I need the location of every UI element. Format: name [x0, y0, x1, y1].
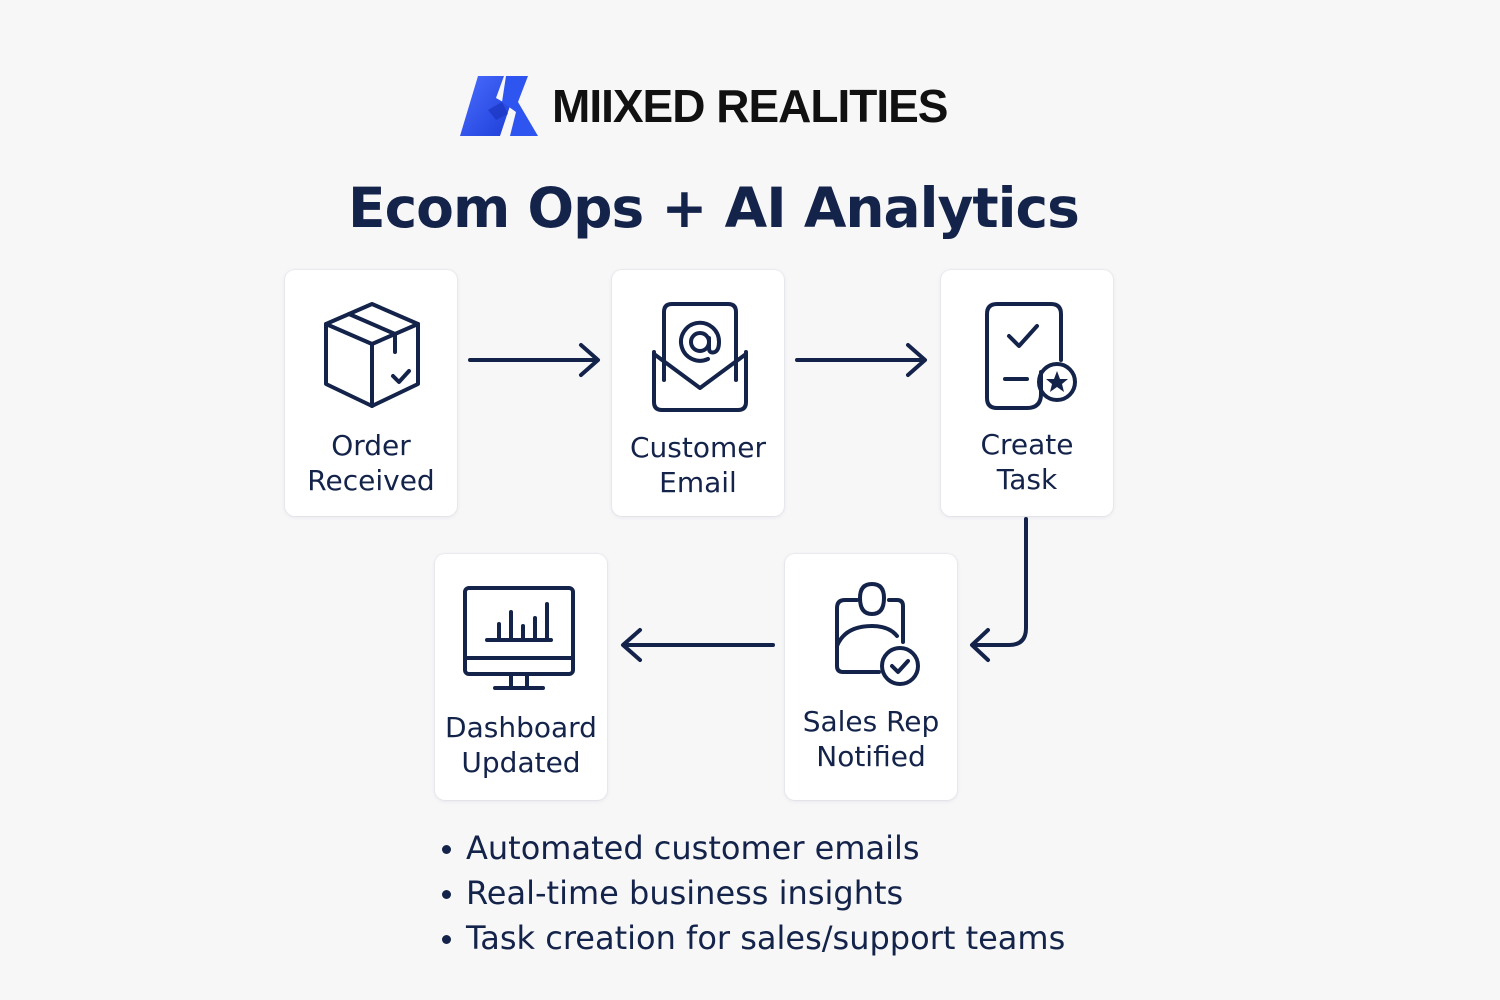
brand-logo: MIIXED REALITIES [458, 72, 948, 140]
arrow-sales-rep-to-dashboard [621, 628, 775, 662]
step-label-line1: Dashboard [445, 711, 597, 744]
page-title: Ecom Ops + AI Analytics [348, 176, 1080, 240]
step-label-line2: Task [996, 463, 1058, 496]
step-card-create-task: Create Task [941, 270, 1113, 516]
task-document-star-icon [985, 302, 1077, 410]
brand-logo-icon [460, 76, 538, 136]
step-label-line1: Order [331, 429, 411, 462]
step-card-customer-email: Customer Email [612, 270, 784, 516]
feature-item: Real-time business insights [440, 871, 1065, 916]
arrow-email-to-task [795, 343, 927, 377]
email-envelope-icon [652, 302, 748, 412]
step-label-line2: Email [659, 466, 737, 499]
step-label-line1: Sales Rep [802, 705, 940, 738]
step-label-line2: Notified [816, 740, 926, 773]
step-card-order-received: Order Received [285, 270, 457, 516]
feature-item: Task creation for sales/support teams [440, 916, 1065, 961]
step-card-sales-rep-notified: Sales Rep Notified [785, 554, 957, 800]
step-label-line1: Customer [629, 431, 766, 464]
arrow-task-to-sales-rep [970, 517, 1028, 662]
feature-list: Automated customer emails Real-time busi… [440, 826, 1065, 961]
brand-name: MIIXED REALITIES [552, 80, 948, 132]
arrow-order-to-email [468, 343, 600, 377]
step-label-line2: Received [307, 464, 435, 497]
step-card-dashboard-updated: Dashboard Updated [435, 554, 607, 800]
user-check-icon [835, 582, 920, 686]
step-label-line2: Updated [461, 746, 581, 779]
feature-item: Automated customer emails [440, 826, 1065, 871]
box-check-icon [324, 302, 420, 408]
step-label-line1: Create [980, 428, 1074, 461]
monitor-chart-icon [463, 586, 575, 690]
